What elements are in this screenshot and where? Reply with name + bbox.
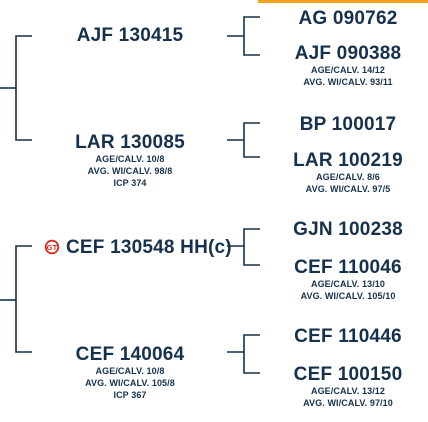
ancestor-stat: AVG. WI/CALV. 93/11 [303,77,393,87]
svg-text:GT: GT [47,243,58,252]
connector-left-top [15,35,32,141]
connector-right-1b [243,16,260,56]
ancestor-name: AG 090762 [298,8,398,29]
ancestor-name: CEF 110046 [294,257,402,278]
GT-badge-icon: GT [44,239,60,255]
ancestor-stat: AGE/CALV. 13/12 [310,386,386,396]
ancestor-name: BP 100017 [299,114,397,135]
parent-node-2: LAR 130085 AGE/CALV. 10/8 AVG. WI/CALV. … [45,133,215,188]
ancestor-name: GJN 100238 [293,219,403,240]
connector-right-4b [243,334,260,374]
ancestor-node-8: CEF 100150 AGE/CALV. 13/12 AVG. WI/CALV.… [274,365,422,408]
parent-name: LAR 130085 [75,132,185,153]
parent-name: CEF 140064 [75,344,185,365]
parent-stat: AVG. WI/CALV. 98/8 [87,166,173,176]
ancestor-name: CEF 100150 [293,364,403,385]
parent-node-1: AJF 130415 [45,26,215,45]
parent-stat: ICP 367 [113,390,147,400]
ancestor-stat: AVG. WI/CALV. 97/5 [305,184,391,194]
connector-right-2b [243,122,260,158]
ancestor-name: AJF 090388 [294,43,402,64]
ancestor-node-4: LAR 100219 AGE/CALV. 8/6 AVG. WI/CALV. 9… [274,151,422,194]
top-accent-bar [258,0,428,3]
ancestor-node-7: CEF 110446 [274,327,422,346]
parent-stat: AGE/CALV. 10/8 [95,366,165,376]
ancestor-stat: AGE/CALV. 14/12 [310,65,386,75]
parent-name: CEF 130548 HH(c) [66,237,232,258]
parent-node-3: GT CEF 130548 HH(c) [44,238,232,257]
ancestor-name: CEF 110446 [294,326,402,347]
parent-stat: AGE/CALV. 10/8 [95,154,165,164]
parent-stat: AVG. WI/CALV. 105/8 [85,378,175,388]
connector-right-3b [243,228,260,266]
ancestor-stat: AGE/CALV. 8/6 [316,172,380,182]
parent-name-row: GT CEF 130548 HH(c) [44,238,232,257]
parent-name: AJF 130415 [76,25,184,46]
ancestor-node-6: CEF 110046 AGE/CALV. 13/10 AVG. WI/CALV.… [274,258,422,301]
ancestor-node-1: AG 090762 [274,9,422,28]
ancestor-node-5: GJN 100238 [274,220,422,239]
connector-left-bottom [15,245,32,353]
ancestor-name: LAR 100219 [293,150,403,171]
ancestor-stat: AVG. WI/CALV. 105/10 [300,291,396,301]
ancestor-node-2: AJF 090388 AGE/CALV. 14/12 AVG. WI/CALV.… [274,44,422,87]
ancestor-node-3: BP 100017 [274,115,422,134]
ancestor-stat: AGE/CALV. 13/10 [310,279,386,289]
parent-node-4: CEF 140064 AGE/CALV. 10/8 AVG. WI/CALV. … [45,345,215,400]
ancestor-stat: AVG. WI/CALV. 97/10 [303,398,393,408]
parent-stat: ICP 374 [113,178,147,188]
